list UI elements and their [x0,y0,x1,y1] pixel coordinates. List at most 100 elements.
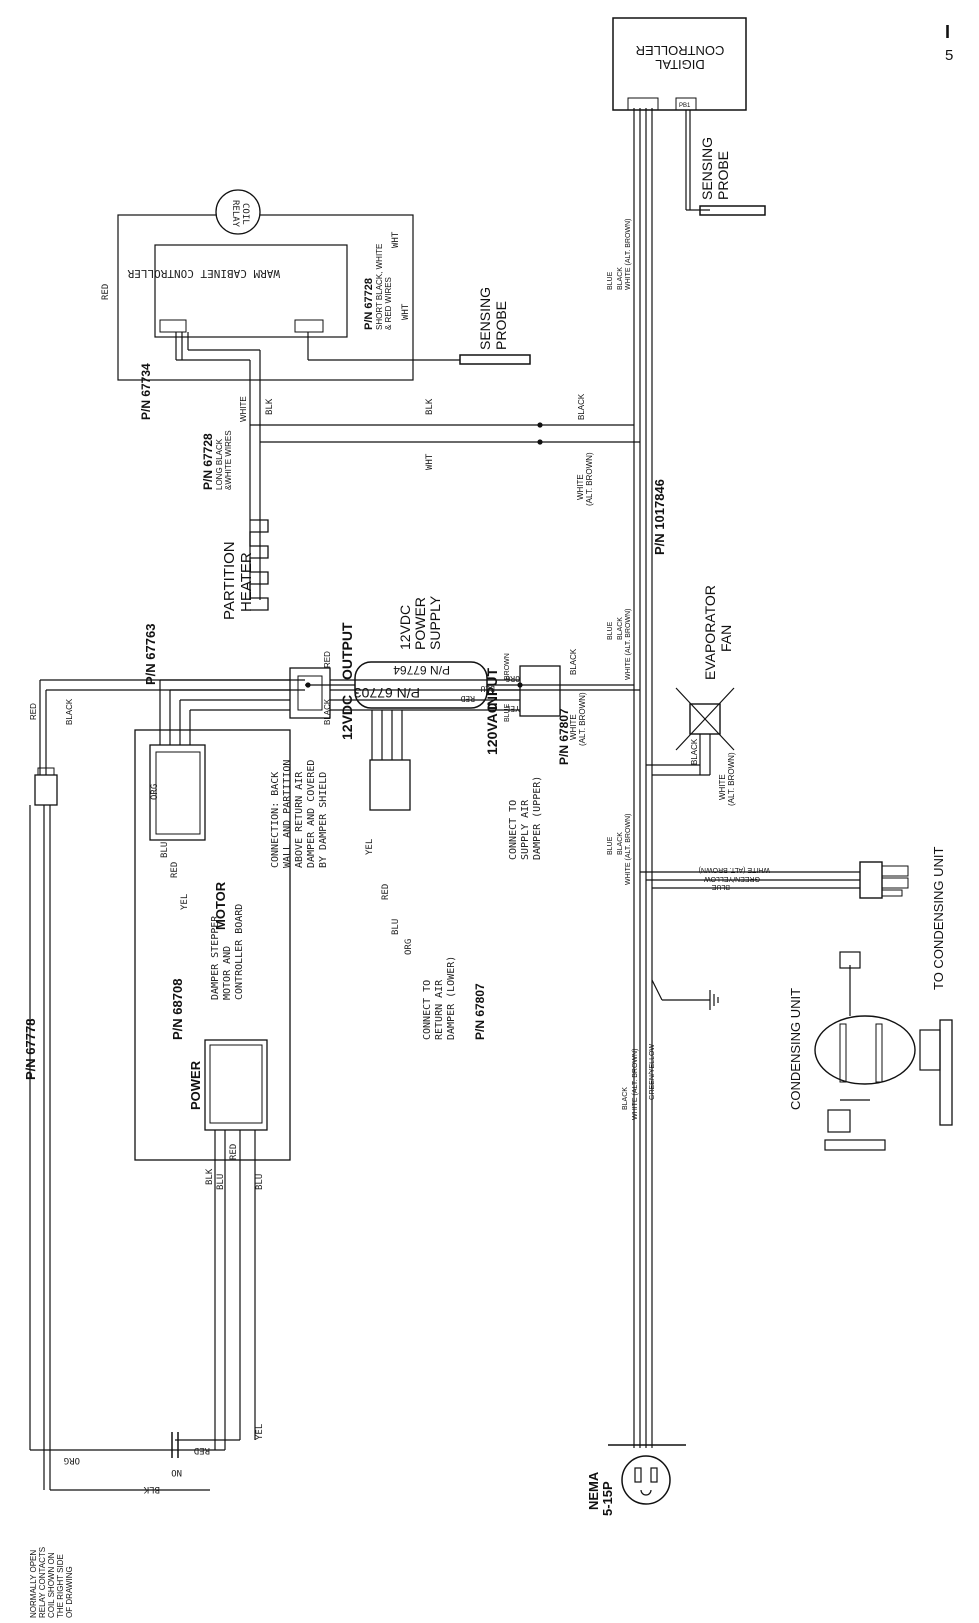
pn-67763: P/N 67763 [143,624,158,685]
sensing-probe-mid [459,354,531,365]
evaporator-fan [689,703,721,735]
wire-label-black-2: BLACK [569,648,578,675]
power-supply-vdc: 12VDC [339,695,355,740]
controller-terminals [627,97,659,111]
motor-connector [149,744,206,841]
ps-black-label: BLACK [323,698,332,725]
power-supply-pn: P/N 67703 [354,685,420,701]
power-connector [204,1039,268,1131]
motor-org-label: ORG [150,784,160,800]
sensing-probe-top-label-2: PROBE [715,151,731,200]
relay-note-5: OF DRAWING [65,1566,74,1618]
board-label-3: CONTROLLER BOARD [234,904,245,1000]
left-black-label: BLACK [65,698,74,725]
nema-black-label: BLACK [622,1087,629,1110]
power-supply-input: INPUT [484,668,500,710]
nema-label-2: 5-15P [600,1481,615,1516]
ps-blue-label: BLUE [504,703,511,722]
supply-note-3: DAMPER (UPPER) [532,776,543,860]
cu-green-yellow-label: GREEN/YELLOW [704,875,760,882]
cu-white-alt-label: WHITE (ALT. BROWN) [699,866,770,873]
main-harness [633,108,653,1448]
upper-blu-label: BLU [480,684,495,693]
left-red-label: RED [29,703,38,720]
cu-blue-label: BLUE [711,883,730,890]
connection-note-3: ABOVE RETURN AIR [294,771,305,868]
sensing-probe-top-label-1: SENSING [699,137,715,200]
page-corner-glyph: I [945,22,950,42]
digital-controller-label-2: CONTROLLER [636,43,725,58]
pn-67807-upper: P/N 67807 [557,708,571,765]
relay-note-1: NORMALLY OPEN [29,1550,38,1618]
relay-note-2: RELAY CONTACTS [38,1547,47,1618]
nema-plug [621,1455,671,1505]
harness-white-alt-2: WHITE (ALT. BROWN) [625,609,632,680]
fan-white-label: WHITE [718,774,727,800]
harness-blue-2: BLUE [607,621,614,640]
damper-board [134,729,291,1161]
evaporator-fan-label-2: FAN [718,625,734,652]
lower-blu-label: BLU [391,919,401,935]
pn-67778: P/N 67778 [23,1019,38,1080]
lower-red-label: RED [381,884,391,900]
pn-67728-short-desc-2: & RED WIRES [384,277,393,330]
partition-heater-label-2: HEATER [238,552,255,612]
harness-white-alt-1: WHITE (ALT. BROWN) [625,219,632,290]
connection-note-2: WALL AND PARTITION [282,760,293,868]
board-label-2: MOTOR AND [222,946,233,1000]
bottom-org-label: ORG [64,1455,80,1465]
motor-red-label: RED [170,862,180,878]
lower-org-label: ORG [404,939,414,955]
to-condensing-unit: TO CONDENSING UNIT [931,846,946,990]
pn-67728-long: P/N 67728 [201,433,215,490]
wire-label-white-2: WHITE [576,474,585,500]
harness-black-3: BLACK [617,832,624,855]
wire-label-white-3: WHITE [569,714,578,740]
fan-black-label: BLACK [690,738,699,765]
relay-coil-label-1: RELAY [230,200,240,228]
nema-white-alt-label: WHITE (ALT. BROWN) [632,1049,639,1120]
power-red-label: RED [229,1144,239,1160]
partition-heater [249,519,269,611]
wire-label-wht-cabinet-1: WHT [391,231,401,248]
relay-note-4: THE RIGHT SIDE [56,1554,65,1618]
ps-red-label: RED [323,651,332,668]
pn-67734: P/N 67734 [139,363,153,420]
inline-connector [34,774,58,806]
controller-pb1-label: PB1 [679,103,691,109]
motor-yel-label: YEL [180,894,190,910]
motor-blu-label: BLU [160,842,170,858]
power-blk-label: BLK [205,1168,215,1185]
wire-label-alt-brown-1: (ALT. BROWN) [585,452,594,506]
power-supply-label-3: SUPPLY [427,595,443,650]
bottom-red-label: RED [194,1445,210,1455]
wire-label-wht-cabinet-2: WHT [401,303,411,320]
harness-white-alt-3: WHITE (ALT. BROWN) [625,814,632,885]
condensing-plug [859,861,883,899]
warm-cabinet-terminals-left [159,319,187,333]
partition-heater-label-1: PARTITION [221,541,238,620]
wire-label-white-1: WHITE [239,396,248,422]
sensing-probe-mid-label-1: SENSING [477,287,493,350]
nema-green-yellow-label: GREEN/YELLOW [649,1044,656,1100]
connection-note-5: BY DAMPER SHIELD [318,772,329,868]
wire-label-black-1: BLACK [577,393,586,420]
power-supply-label-1: 12VDC [397,605,413,650]
pn-67728-short: P/N 67728 [363,278,375,330]
return-note-1: CONNECT TO [422,980,433,1040]
fan-alt-brown-label: (ALT. BROWN) [727,752,736,806]
connector-67807-upper [519,665,561,717]
harness-blue-3: BLUE [607,836,614,855]
page-corner-digit: 5 [945,47,953,64]
lower-yel-label: YEL [365,839,375,855]
evaporator-fan-label-1: EVAPORATOR [702,585,718,680]
board-label-1: DAMPER STEPPER [210,915,221,1000]
return-note-2: RETURN AIR [434,979,445,1040]
bottom-blk-label: BLK [143,1484,160,1494]
relay-coil-label-2: COIL [240,203,250,225]
pn-67728-long-desc-1: LONG BLACK [215,438,224,490]
warm-cabinet-outer [117,214,414,381]
wire-label-red-cabinet: RED [101,284,111,300]
nema-label-1: NEMA [586,1471,601,1510]
